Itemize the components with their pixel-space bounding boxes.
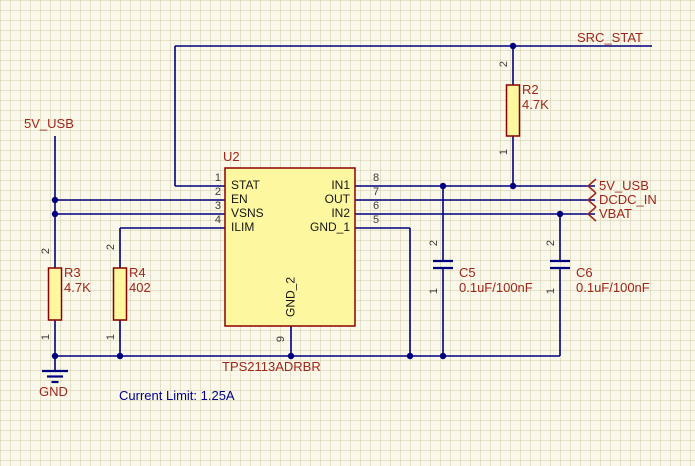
resistor-r4-body[interactable] (112, 267, 128, 321)
current-limit-annotation[interactable]: Current Limit: 1.25A (119, 388, 235, 403)
u2-pin-number-3: 3 (214, 200, 221, 212)
r2-value[interactable]: 4.7K (522, 97, 549, 112)
u2-part-number[interactable]: TPS2113ADRBR (222, 359, 321, 374)
resistor-r2-body[interactable] (505, 84, 521, 137)
resistor-r3-body[interactable] (47, 267, 63, 321)
r4-value[interactable]: 402 (129, 280, 151, 295)
net-label-gnd[interactable]: GND (39, 384, 68, 399)
u2-designator[interactable]: U2 (223, 149, 240, 164)
net-label-src-stat[interactable]: SRC_STAT (577, 30, 643, 45)
c6-pin-bottom-number: 1 (544, 287, 557, 295)
port-label-vbat[interactable]: VBAT (599, 206, 632, 221)
c5-value[interactable]: 0.1uF/100nF (459, 280, 533, 295)
r4-pin-bottom-number: 1 (104, 333, 117, 341)
r2-pin-bottom-number: 1 (497, 148, 510, 156)
u2-pin-name-stat: STAT (231, 178, 260, 192)
capacitor-c6-symbol[interactable] (550, 259, 570, 270)
r3-designator[interactable]: R3 (64, 265, 81, 280)
u2-pin-number-9: 9 (274, 335, 287, 343)
port-label-dcdc-in[interactable]: DCDC_IN (599, 192, 657, 207)
port-arrow-dcdc-in[interactable] (586, 192, 597, 208)
c6-value[interactable]: 0.1uF/100nF (576, 280, 650, 295)
c5-pin-bottom-number: 1 (427, 287, 440, 295)
ic-u2-body[interactable] (224, 167, 356, 327)
u2-pin-number-8: 8 (373, 172, 380, 184)
c5-designator[interactable]: C5 (459, 265, 476, 280)
wire-ilim-net[interactable] (119, 227, 225, 268)
net-label-5v-usb[interactable]: 5V_USB (24, 116, 74, 131)
u2-pin-number-7: 7 (373, 186, 380, 198)
r4-designator[interactable]: R4 (129, 265, 146, 280)
u2-pin-name-gnd1: GND_1 (309, 220, 350, 234)
u2-pin-name-in2: IN2 (331, 206, 350, 220)
gnd-symbol[interactable] (42, 369, 68, 384)
r3-pin-bottom-number: 1 (39, 333, 52, 341)
u2-pin-name-en: EN (231, 192, 248, 206)
c5-pin-top-number: 2 (427, 239, 440, 247)
port-label-5v-usb[interactable]: 5V_USB (599, 178, 649, 193)
r3-pin-top-number: 2 (39, 247, 52, 255)
u2-pin-name-out: OUT (324, 192, 350, 206)
u2-pin-name-vsns: VSNS (231, 206, 264, 220)
port-arrow-vbat[interactable] (586, 206, 597, 222)
r2-pin-top-number: 2 (497, 60, 510, 68)
port-arrow-5v-usb[interactable] (586, 178, 597, 194)
capacitor-c5-symbol[interactable] (433, 259, 453, 270)
u2-pin-name-gnd2: GND_2 (283, 276, 298, 318)
u2-pin-number-1: 1 (214, 172, 221, 184)
r2-designator[interactable]: R2 (522, 82, 539, 97)
c6-pin-top-number: 2 (544, 239, 557, 247)
u2-pin-number-4: 4 (214, 214, 221, 226)
c6-designator[interactable]: C6 (576, 265, 593, 280)
wire-src-stat-net[interactable] (174, 45, 652, 187)
wire-in1-net[interactable] (355, 185, 595, 261)
u2-pin-number-2: 2 (214, 186, 221, 198)
wire-gnd-net[interactable] (54, 227, 561, 372)
u2-pin-number-5: 5 (373, 214, 380, 226)
r3-value[interactable]: 4.7K (64, 280, 91, 295)
u2-pin-name-in1: IN1 (331, 178, 350, 192)
r4-pin-top-number: 2 (104, 243, 117, 251)
u2-pin-number-6: 6 (373, 200, 380, 212)
wire-in2-net[interactable] (355, 213, 595, 261)
junction-dots (51, 42, 564, 360)
u2-pin-name-ilim: ILIM (231, 220, 255, 234)
